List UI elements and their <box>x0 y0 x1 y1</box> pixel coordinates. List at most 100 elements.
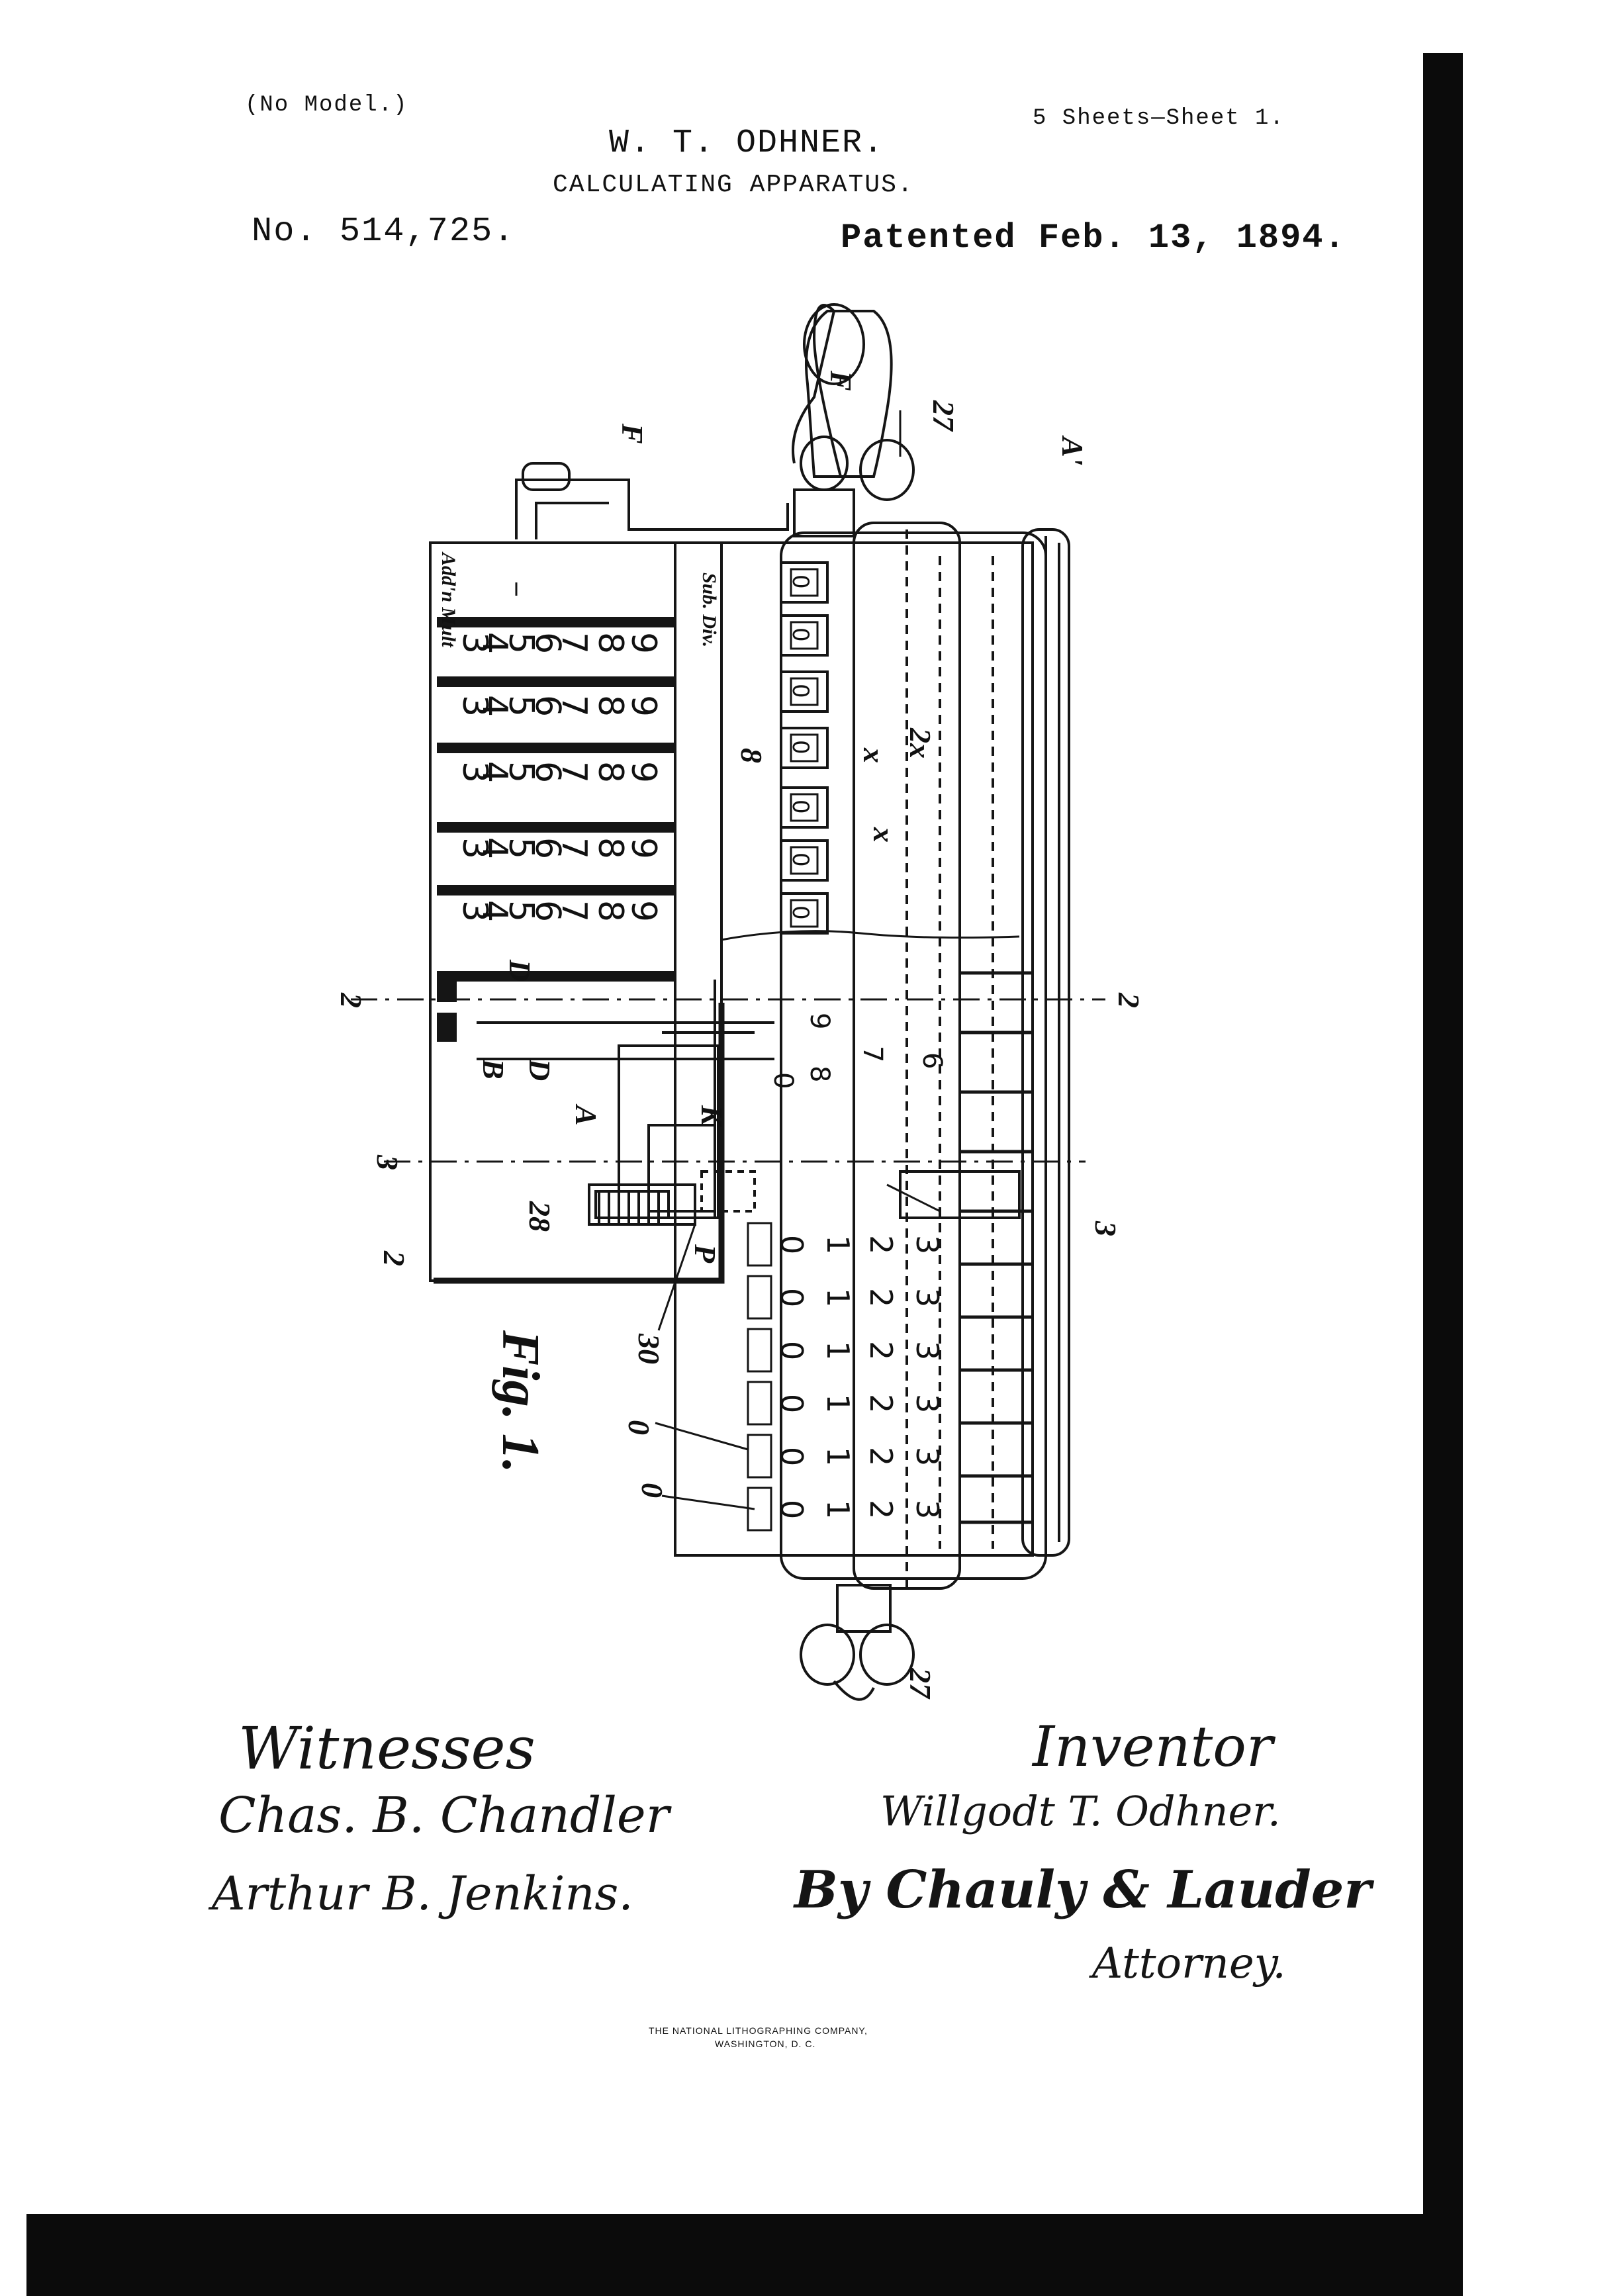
register-window-inner <box>790 677 819 706</box>
ref-D-upper: D <box>503 959 537 982</box>
register-digit: 0 <box>787 800 813 814</box>
carriage-digit: 1 <box>820 1394 856 1413</box>
slot-digit: 5 <box>501 632 541 654</box>
machine-outline <box>429 303 1070 1701</box>
carriage-digit: 2 <box>863 1394 899 1413</box>
register-window-inner <box>790 568 819 597</box>
reference-labels: 2 2 3 3 F F A' B D D A K P 8 x x 2x 27 2… <box>334 370 1146 1700</box>
register-window <box>780 786 829 829</box>
upper-wheel-digit: 8 <box>804 1066 835 1082</box>
register-digit: 0 <box>787 574 813 589</box>
carriage-digit: 0 <box>774 1288 810 1307</box>
slot-digit: 6 <box>528 761 567 783</box>
slot-digit: 8 <box>590 900 630 922</box>
sheet-count: 5 Sheets—Sheet 1. <box>1033 106 1285 131</box>
slot-bar <box>437 822 675 833</box>
slot-digit: 5 <box>501 695 541 717</box>
slot-digit: 4 <box>475 900 514 922</box>
lithographer-city: WASHINGTON, D. C. <box>715 2039 816 2049</box>
slot-digit: 7 <box>554 900 594 922</box>
slot-digit: 3 <box>455 695 494 717</box>
ref-D-lower: D <box>523 1058 557 1081</box>
slot-digit: 7 <box>554 837 594 859</box>
register-window <box>780 561 829 604</box>
scan-border-right <box>1423 53 1463 2296</box>
inventor-heading: W. T. ODHNER. <box>609 124 885 162</box>
carriage-digit: 3 <box>909 1447 945 1466</box>
section-lines <box>351 998 1105 1163</box>
register-digit: 0 <box>787 905 813 920</box>
carriage-digit: 2 <box>863 1288 899 1307</box>
attorney-label: Attorney. <box>1092 1939 1286 1988</box>
section-mark-2-right: 2 <box>1112 992 1146 1008</box>
register-window <box>780 614 829 657</box>
register-digit: 0 <box>787 740 813 755</box>
wheel-ticks <box>960 971 1033 1524</box>
no-model-note: (No Model.) <box>245 93 408 118</box>
ref-x-upper: x <box>857 747 891 763</box>
ref-K: K <box>695 1105 729 1128</box>
register-window <box>780 670 829 713</box>
label-add-mult: Add'n Mult <box>438 551 459 648</box>
slot-bar <box>437 971 675 982</box>
ref-27-top: 27 <box>927 400 960 432</box>
carriage-digit: 1 <box>820 1447 856 1466</box>
patent-number: No. 514,725. <box>252 212 516 251</box>
patent-title: CALCULATING APPARATUS. <box>553 171 914 199</box>
slot-digit: 4 <box>475 761 514 783</box>
carriage-digit: 0 <box>774 1394 810 1413</box>
slot-stop <box>437 1013 457 1042</box>
slot-digit: 3 <box>455 837 494 859</box>
carriage-window <box>747 1275 772 1320</box>
slot-bar <box>437 617 675 627</box>
slot-digit: 5 <box>501 761 541 783</box>
carriage-digit: 1 <box>820 1235 856 1254</box>
slot-digit: 5 <box>501 837 541 859</box>
register-window-inner <box>790 793 819 822</box>
slot-digit: 9 <box>624 900 663 922</box>
carriage-digit: 3 <box>909 1500 945 1519</box>
carriage-digit: 2 <box>863 1235 899 1254</box>
label-sub-div: Sub. Div. <box>698 573 720 647</box>
slot-bar <box>437 885 675 895</box>
upper-wheel-digits: 9 8 7 6 0 <box>768 1013 947 1089</box>
carriage-window <box>747 1222 772 1267</box>
slot-digit: 7 <box>554 695 594 717</box>
register-window-inner <box>790 621 819 650</box>
carriage-digit: 1 <box>820 1341 856 1360</box>
carriage-window <box>747 1328 772 1373</box>
register-window <box>780 727 829 769</box>
register-window <box>780 892 829 935</box>
carriage-digit: 0 <box>774 1341 810 1360</box>
upper-wheel-digit: 9 <box>804 1013 835 1029</box>
inventor-label: Inventor <box>1033 1714 1274 1779</box>
slot-digit: 3 <box>455 761 494 783</box>
carriage-digit: 3 <box>909 1394 945 1413</box>
register-digit: 0 <box>787 852 813 867</box>
section-mark-3-left: 3 <box>371 1154 404 1170</box>
section-mark-2-left: 2 <box>334 992 368 1008</box>
slot-digit: 7 <box>554 761 594 783</box>
slot-digit: 8 <box>590 761 630 783</box>
ref-8: 8 <box>735 748 768 763</box>
upper-wheel-digit: 7 <box>857 1046 888 1062</box>
slot-digit: 6 <box>528 900 567 922</box>
slot-digit: 6 <box>528 695 567 717</box>
ref-A-prime: A' <box>1056 435 1090 465</box>
slot-digit: 3 <box>455 900 494 922</box>
section-mark-3-right: 3 <box>1089 1220 1123 1236</box>
slot-digit: 6 <box>528 632 567 654</box>
scan-border-bottom <box>26 2214 1463 2296</box>
ref-30: 30 <box>632 1333 666 1364</box>
slot-digit: 9 <box>624 632 663 654</box>
slot-digit: 8 <box>590 632 630 654</box>
carriage-digit: 0 <box>774 1235 810 1254</box>
carriage-digit: 1 <box>820 1288 856 1307</box>
fig-label: Fig. 1. <box>491 1330 549 1473</box>
carriage-digit: 3 <box>909 1235 945 1254</box>
patent-date: Patented Feb. 13, 1894. <box>841 218 1346 257</box>
lithographer-line: THE NATIONAL LITHOGRAPHING COMPANY, <box>649 2025 868 2036</box>
